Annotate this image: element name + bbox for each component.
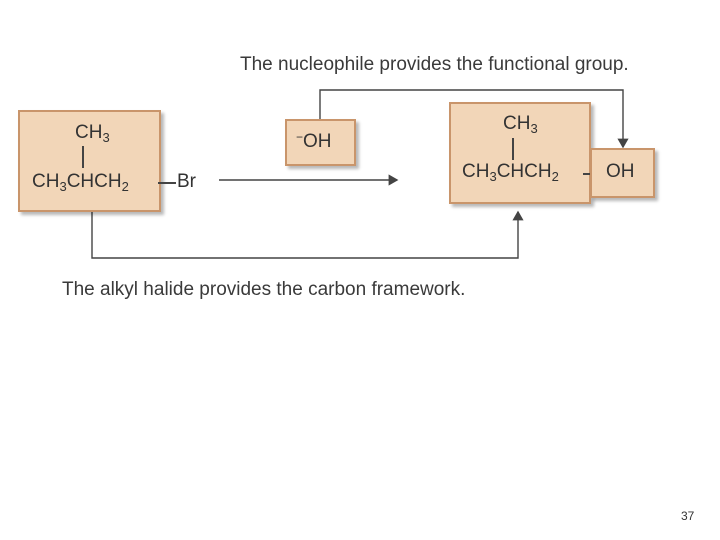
- leaving-group-br: Br: [177, 171, 196, 192]
- reactant-branch-bond: [82, 146, 84, 168]
- framework-caption: The alkyl halide provides the carbon fra…: [62, 279, 466, 300]
- product-chain: CH3CHCH2: [462, 161, 559, 184]
- product-framework-box: [449, 102, 591, 204]
- reactant-br-bond: [158, 182, 176, 184]
- nucleophile-arrow: [319, 89, 629, 149]
- nucleophile-caption: The nucleophile provides the functional …: [240, 54, 629, 75]
- product-hydroxyl: OH: [606, 161, 635, 182]
- functional-group-box: [590, 148, 655, 198]
- framework-arrow: [91, 209, 524, 259]
- product-branch-methyl: CH3: [503, 113, 538, 136]
- page-number: 37: [681, 509, 695, 523]
- nucleophile-box: [285, 119, 356, 166]
- reactant-chain: CH3CHCH2: [32, 171, 129, 194]
- alkyl-halide-box: [18, 110, 161, 212]
- product-branch-bond: [512, 138, 514, 160]
- reactant-branch-methyl: CH3: [75, 122, 110, 145]
- nucleophile-hydroxide: −OH: [296, 130, 332, 152]
